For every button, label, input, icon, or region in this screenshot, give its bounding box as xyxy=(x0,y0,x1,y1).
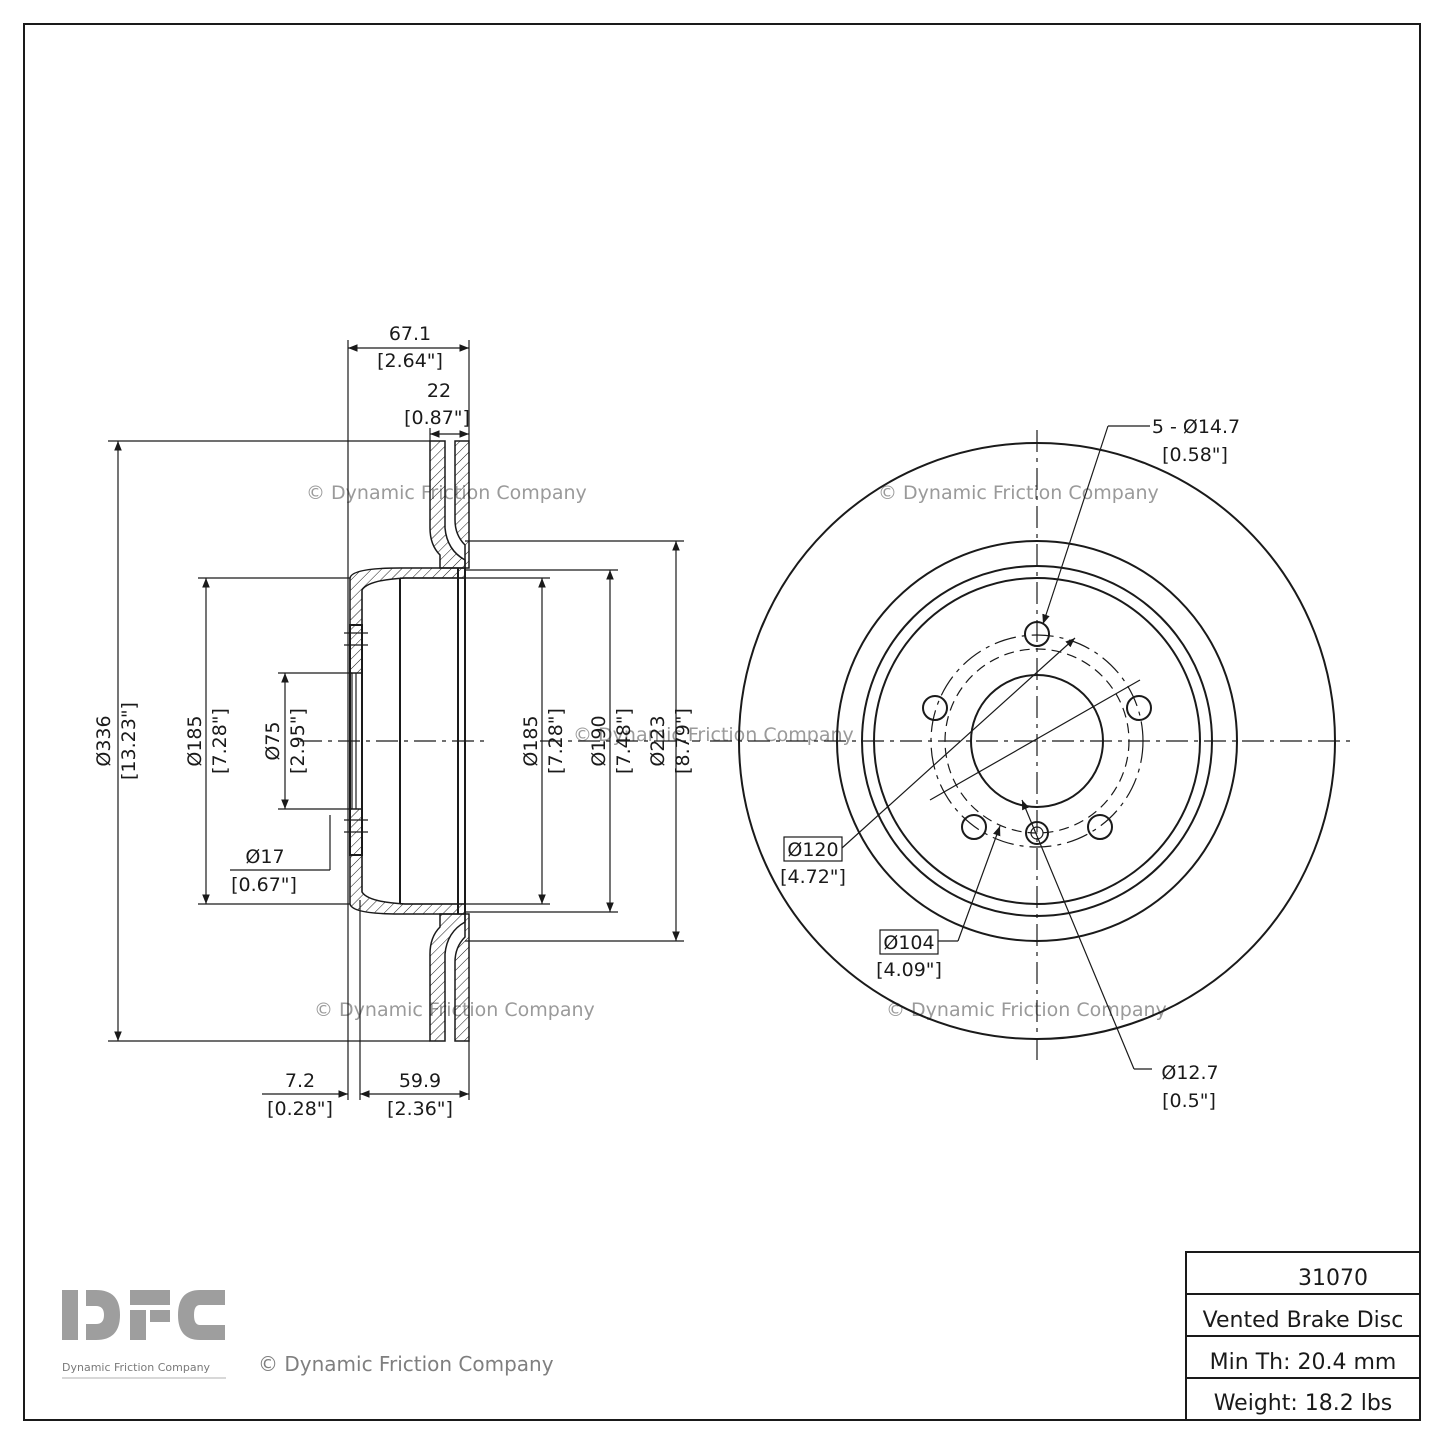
friction-ring-upper xyxy=(454,440,470,569)
dim-bore-diameter-in: [2.95"] xyxy=(287,708,309,774)
bolt-hole xyxy=(961,814,987,840)
side-view xyxy=(300,440,700,1042)
logo-tagline: Dynamic Friction Company xyxy=(62,1361,211,1374)
side-dimensions: 67.1 [2.64"] 22 [0.87"] Ø336 [13.23"] Ø1… xyxy=(93,323,694,1120)
dim-disc-thickness: 22 xyxy=(427,380,451,402)
bolt-hole xyxy=(1087,814,1113,840)
min-thickness: Min Th: 20.4 mm xyxy=(1210,1350,1397,1375)
pilot-hole xyxy=(1025,821,1049,845)
dim-outer-diameter: Ø336 xyxy=(93,715,115,766)
watermark: © Dynamic Friction Company xyxy=(573,724,854,746)
callout-pilot-hole: Ø12.7 xyxy=(1161,1062,1218,1084)
leader-line xyxy=(1042,425,1109,625)
bolt-circle-104 xyxy=(944,648,1130,834)
dim-hat-wall: 7.2 xyxy=(285,1070,315,1092)
dim-inner-190: Ø190 xyxy=(588,715,610,766)
watermark: © Dynamic Friction Company xyxy=(306,482,587,504)
friction-ring-lower xyxy=(454,913,470,1042)
leader-line xyxy=(1021,799,1135,1070)
title-block: 31070 Vented Brake Disc Min Th: 20.4 mm … xyxy=(1185,1251,1421,1421)
front-dimensions: 5 - Ø14.7 [0.58"] Ø120 [4.72"] Ø104 [4.0… xyxy=(780,416,1240,1112)
dim-overall-width-in: [2.64"] xyxy=(377,350,443,372)
drawing-border xyxy=(23,23,1421,1421)
callout-box xyxy=(879,929,939,955)
leader-line xyxy=(957,825,1001,942)
hat-section-upper xyxy=(349,567,466,626)
copyright-notice: © Dynamic Friction Company xyxy=(258,1352,554,1376)
dim-hat-diameter-outer-in: [7.28"] xyxy=(209,708,231,774)
logo-mark xyxy=(62,1290,225,1340)
disc-hat-edge xyxy=(836,540,1238,942)
dim-hat-diameter-inner-in: [7.28"] xyxy=(545,708,567,774)
front-view xyxy=(710,430,1355,1060)
dim-stud-hole-in: [0.67"] xyxy=(231,874,297,896)
hat-face-upper xyxy=(349,624,363,674)
dim-hat-depth: 59.9 xyxy=(399,1070,441,1092)
dim-hat-depth-in: [2.36"] xyxy=(387,1098,453,1120)
dim-inner-223: Ø223 xyxy=(647,715,669,766)
dim-hat-diameter-outer: Ø185 xyxy=(184,715,206,766)
callout-pcd-104-in: [4.09"] xyxy=(876,959,942,981)
hat-section-lower xyxy=(349,854,466,915)
callout-bolt-holes: 5 - Ø14.7 xyxy=(1152,416,1240,438)
callout-pilot-hole-in: [0.5"] xyxy=(1162,1090,1216,1112)
watermark: © Dynamic Friction Company xyxy=(878,482,1159,504)
center-bore xyxy=(970,674,1104,808)
callout-pcd-120: Ø120 xyxy=(787,839,838,861)
dim-outer-diameter-in: [13.23"] xyxy=(118,702,140,780)
pilot-hole-inner xyxy=(1030,826,1044,840)
bolt-hole xyxy=(1126,695,1152,721)
callout-box xyxy=(783,836,843,862)
dim-inner-223-in: [8.79"] xyxy=(672,708,694,774)
disc-outer-edge xyxy=(738,442,1336,1040)
part-number: 31070 xyxy=(1298,1266,1368,1291)
dim-inner-190-in: [7.48"] xyxy=(613,708,635,774)
dim-disc-thickness-in: [0.87"] xyxy=(404,407,470,429)
callout-pcd-120-in: [4.72"] xyxy=(780,866,846,888)
bolt-hole xyxy=(1024,621,1050,647)
dfc-logo: Dynamic Friction Company xyxy=(62,1290,226,1379)
bolt-hole xyxy=(922,695,948,721)
dim-hat-diameter-inner: Ø185 xyxy=(520,715,542,766)
watermark: © Dynamic Friction Company xyxy=(886,999,1167,1021)
callout-bolt-holes-in: [0.58"] xyxy=(1162,444,1228,466)
disc-inner-ring xyxy=(861,565,1213,917)
part-description: Vented Brake Disc xyxy=(1203,1308,1404,1333)
diameter-line xyxy=(929,679,1141,801)
dim-stud-hole: Ø17 xyxy=(245,846,284,868)
weight: Weight: 18.2 lbs xyxy=(1214,1391,1393,1416)
dim-overall-width: 67.1 xyxy=(389,323,431,345)
leader-line xyxy=(841,637,1076,849)
callout-pcd-104: Ø104 xyxy=(883,932,934,954)
bolt-circle-120 xyxy=(930,634,1144,848)
dim-bore-diameter: Ø75 xyxy=(262,721,284,760)
disc-hat-inner xyxy=(873,577,1201,905)
dim-hat-wall-in: [0.28"] xyxy=(267,1098,333,1120)
